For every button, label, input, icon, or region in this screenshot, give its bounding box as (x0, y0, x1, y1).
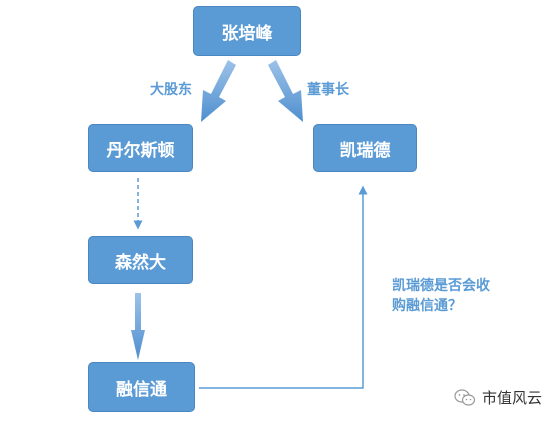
arrow-zhang-to-kairuide (268, 60, 303, 122)
label-major-shareholder: 大股东 (150, 82, 192, 98)
arrow-senranda-to-rongxintong (131, 293, 145, 360)
node-kairuide: 凯瑞德 (313, 124, 417, 172)
watermark: 市值风云 (454, 387, 542, 408)
node-senranda: 森然大 (88, 236, 193, 284)
arrow-rongxintong-to-kairuide (199, 185, 368, 389)
arrow-zhang-to-danersidun (201, 60, 236, 122)
wechat-icon (454, 388, 476, 406)
acquisition-question: 凯瑞德是否会收购融信通？ (392, 278, 490, 314)
node-danersidun: 丹尔斯顿 (88, 124, 193, 172)
label-chairman: 董事长 (307, 82, 349, 98)
node-zhang-peifeng: 张培峰 (193, 6, 301, 56)
watermark-text: 市值风云 (481, 389, 542, 407)
node-rongxintong: 融信通 (88, 362, 195, 412)
